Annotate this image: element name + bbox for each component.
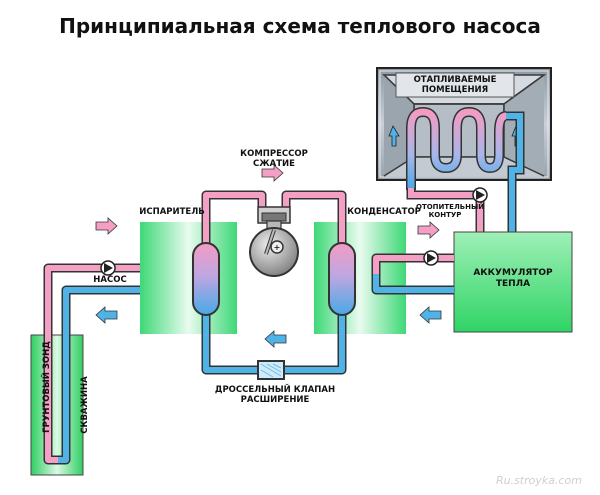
accumulator-label: АККУМУЛЯТОР ТЕПЛА bbox=[463, 268, 563, 290]
heating-circuit-pump-icon bbox=[472, 187, 488, 203]
heating-circuit-pipes bbox=[406, 111, 525, 232]
accumulator-pump-icon bbox=[423, 250, 439, 266]
throttle-valve-label-line2: РАСШИРЕНИЕ bbox=[240, 395, 310, 405]
well-shaft bbox=[30, 334, 84, 476]
heated-rooms-label-line1: ОТАПЛИВАЕМЫЕ bbox=[413, 75, 497, 85]
compressor: + bbox=[249, 206, 299, 277]
heat-accumulator bbox=[453, 231, 573, 333]
heated-rooms-label: ОТАПЛИВАЕМЫЕ ПОМЕЩЕНИЯ bbox=[402, 75, 508, 95]
accumulator-label-line2: ТЕПЛА bbox=[495, 279, 531, 289]
compressor-label-line1: КОМПРЕССОР bbox=[240, 149, 308, 159]
ground-probe-label: ГРУНТОВЫЙ ЗОНД bbox=[42, 341, 52, 433]
evaporator-coil bbox=[192, 242, 220, 316]
page-title: Принципиальная схема теплового насоса bbox=[59, 14, 541, 38]
compressor-label: КОМПРЕССОР СЖАТИЕ bbox=[236, 149, 312, 169]
condenser-block bbox=[314, 222, 406, 334]
throttle-valve bbox=[257, 360, 285, 380]
room-heating-coil bbox=[406, 107, 507, 190]
heating-circuit-label: ОТОПИТЕЛЬНЫЙ КОНТУР bbox=[416, 203, 485, 219]
condenser-coil bbox=[328, 242, 356, 316]
heated-rooms-label-line2: ПОМЕЩЕНИЯ bbox=[421, 85, 489, 95]
well-label: СКВАЖИНА bbox=[80, 376, 90, 434]
pump-label: НАСОС bbox=[93, 275, 127, 285]
condenser-label: КОНДЕНСАТОР bbox=[347, 207, 421, 217]
evaporator-block bbox=[140, 222, 237, 334]
heating-circuit-label-line1: ОТОПИТЕЛЬНЫЙ bbox=[416, 203, 485, 211]
throttle-valve-label: ДРОССЕЛЬНЫЙ КЛАПАН РАСШИРЕНИЕ bbox=[210, 385, 340, 405]
evaporator-label: ИСПАРИТЕЛЬ bbox=[139, 207, 205, 217]
compressor-label-line2: СЖАТИЕ bbox=[253, 159, 295, 169]
heating-circuit-label-line2: КОНТУР bbox=[428, 211, 462, 219]
accumulator-label-line1: АККУМУЛЯТОР bbox=[473, 268, 553, 278]
throttle-valve-label-line1: ДРОССЕЛЬНЫЙ КЛАПАН bbox=[214, 385, 336, 395]
svg-text:+: + bbox=[274, 243, 281, 252]
pump-icon bbox=[100, 260, 116, 276]
flow-arrows bbox=[95, 164, 442, 348]
watermark-text: Ru.stroyka.com bbox=[495, 474, 582, 487]
